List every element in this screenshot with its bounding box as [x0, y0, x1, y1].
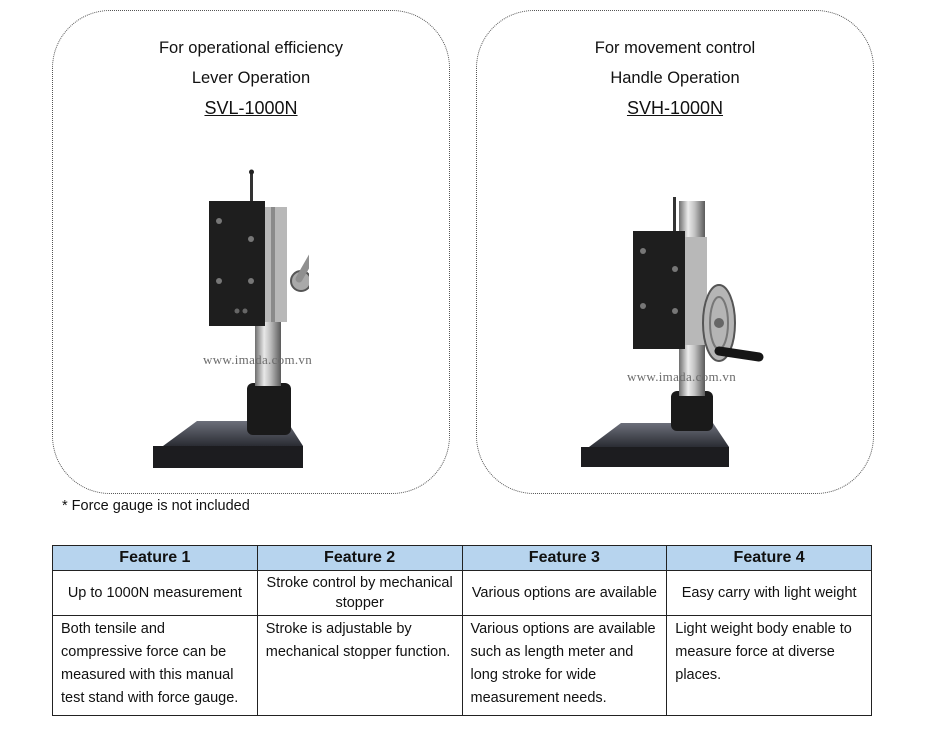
product-model: SVL-1000N: [204, 98, 298, 118]
feature-summary: Stroke control by mechanical stopper: [256, 570, 463, 616]
product-operation: Handle Operation: [610, 69, 740, 87]
feature-description: Light weight body enable to measure forc…: [666, 615, 872, 716]
product-card-svl: For operational efficiency Lever Operati…: [52, 10, 450, 494]
feature-description: Various options are available such as le…: [461, 615, 668, 716]
feature-header: Feature 3: [461, 545, 668, 571]
feature-description: Stroke is adjustable by mechanical stopp…: [256, 615, 463, 716]
features-table: Feature 1 Feature 2 Feature 3 Feature 4 …: [52, 545, 872, 716]
watermark-text: www.imada.com.vn: [627, 369, 737, 384]
product-purpose: For operational efficiency: [158, 39, 344, 57]
feature-summary: Easy carry with light weight: [666, 570, 872, 616]
handle-test-stand-image: [581, 197, 764, 467]
feature-header: Feature 1: [52, 545, 258, 571]
table-row: Both tensile and compressive force can b…: [52, 615, 872, 716]
table-row: Up to 1000N measurement Stroke control b…: [52, 570, 872, 616]
watermark-text: www.imada.com.vn: [203, 352, 313, 367]
table-header-row: Feature 1 Feature 2 Feature 3 Feature 4: [52, 545, 872, 571]
note-text: * Force gauge is not included: [62, 498, 250, 514]
product-operation: Lever Operation: [191, 69, 311, 87]
feature-header: Feature 4: [666, 545, 872, 571]
product-purpose: For movement control: [594, 39, 756, 57]
feature-header: Feature 2: [256, 545, 463, 571]
product-card-svh: For movement control Handle Operation SV…: [476, 10, 874, 494]
product-model: SVH-1000N: [626, 98, 724, 118]
feature-summary: Up to 1000N measurement: [52, 570, 258, 616]
feature-summary: Various options are available: [461, 570, 668, 616]
feature-description: Both tensile and compressive force can b…: [52, 615, 258, 716]
lever-test-stand-image: [153, 169, 309, 468]
